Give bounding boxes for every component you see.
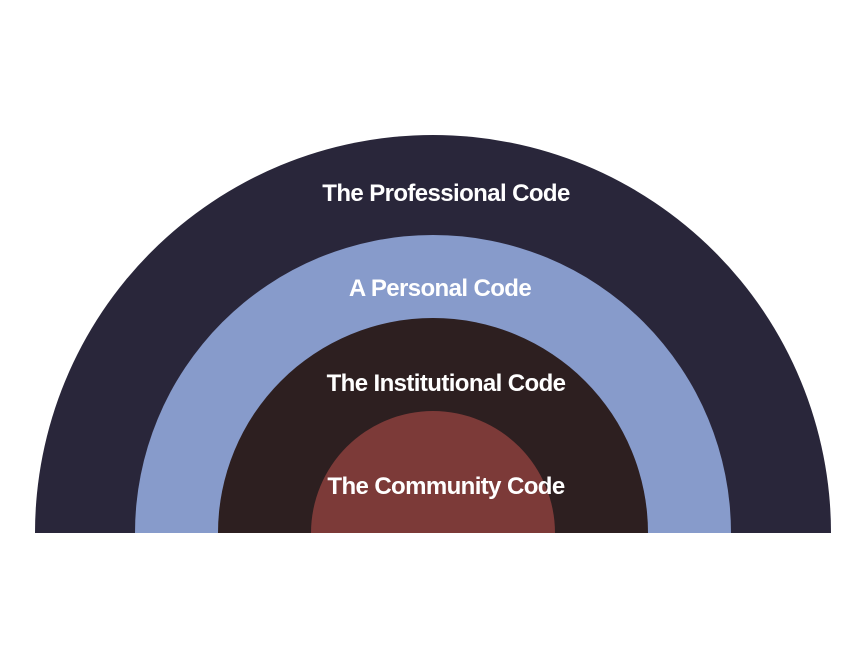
community-code-label: The Community Code [327, 473, 564, 500]
community-code-core [311, 411, 555, 533]
professional-code-label: The Professional Code [322, 180, 570, 207]
institutional-code-label: The Institutional Code [327, 370, 566, 397]
personal-code-label: A Personal Code [349, 275, 531, 302]
